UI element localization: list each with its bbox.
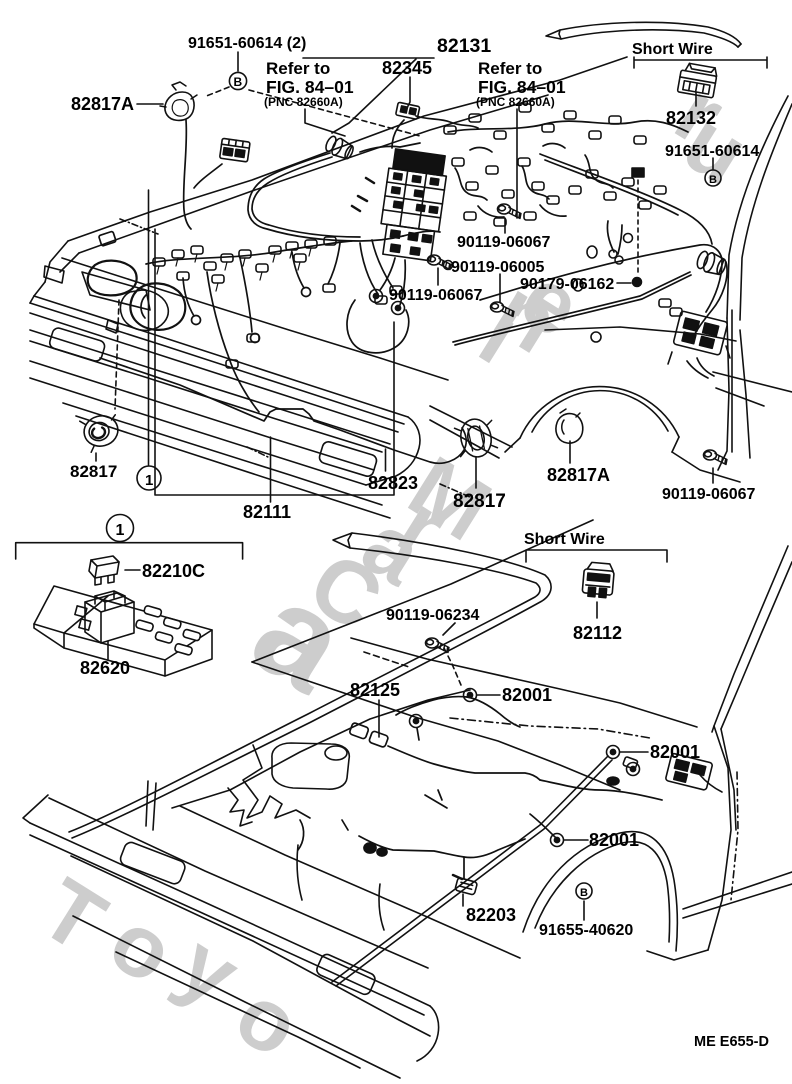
svg-text:1: 1 bbox=[116, 522, 125, 539]
svg-text:FIG. 84–01: FIG. 84–01 bbox=[266, 77, 354, 97]
svg-text:82620: 82620 bbox=[80, 658, 130, 678]
svg-text:82817A: 82817A bbox=[71, 94, 134, 114]
svg-text:90179-06162: 90179-06162 bbox=[520, 276, 614, 293]
svg-text:91655-40620: 91655-40620 bbox=[539, 922, 633, 939]
svg-text:82001: 82001 bbox=[502, 685, 552, 705]
svg-text:82817: 82817 bbox=[70, 462, 117, 481]
svg-text:Short Wire: Short Wire bbox=[524, 531, 605, 548]
svg-text:91651-60614 (2): 91651-60614 (2) bbox=[188, 35, 306, 52]
svg-text:82111: 82111 bbox=[243, 502, 291, 522]
svg-text:82817A: 82817A bbox=[547, 465, 610, 485]
svg-text:FIG. 84–01: FIG. 84–01 bbox=[478, 77, 566, 97]
svg-text:82817: 82817 bbox=[453, 491, 506, 512]
svg-text:90119-06067: 90119-06067 bbox=[457, 234, 551, 251]
svg-text:82345: 82345 bbox=[382, 58, 432, 78]
svg-text:B: B bbox=[709, 174, 717, 186]
svg-text:82125: 82125 bbox=[350, 680, 400, 700]
svg-text:82112: 82112 bbox=[573, 623, 622, 643]
svg-text:90119-06067: 90119-06067 bbox=[389, 287, 483, 304]
svg-text:91651-60614: 91651-60614 bbox=[665, 143, 759, 160]
svg-text:1: 1 bbox=[145, 472, 153, 489]
svg-text:90119-06005: 90119-06005 bbox=[451, 259, 545, 276]
svg-text:82001: 82001 bbox=[589, 830, 639, 850]
svg-text:82001: 82001 bbox=[650, 742, 700, 762]
svg-text:90119-06234: 90119-06234 bbox=[386, 607, 480, 624]
svg-text:o: o bbox=[219, 964, 317, 1076]
svg-text:ME E655-D: ME E655-D bbox=[694, 1034, 769, 1050]
svg-text:82131: 82131 bbox=[437, 35, 491, 57]
svg-text:B: B bbox=[234, 75, 243, 89]
svg-text:82210C: 82210C bbox=[142, 561, 205, 581]
svg-text:Refer to: Refer to bbox=[266, 59, 330, 78]
svg-text:B: B bbox=[580, 887, 588, 899]
svg-text:82823: 82823 bbox=[368, 473, 418, 493]
svg-text:90119-06067: 90119-06067 bbox=[662, 486, 756, 503]
svg-text:82132: 82132 bbox=[666, 108, 716, 128]
svg-text:(PNC 82660A): (PNC 82660A) bbox=[264, 95, 343, 109]
svg-text:Short Wire: Short Wire bbox=[632, 41, 713, 58]
svg-text:(PNC 82660A): (PNC 82660A) bbox=[476, 95, 555, 109]
svg-text:Refer to: Refer to bbox=[478, 59, 542, 78]
svg-text:82203: 82203 bbox=[466, 905, 516, 925]
